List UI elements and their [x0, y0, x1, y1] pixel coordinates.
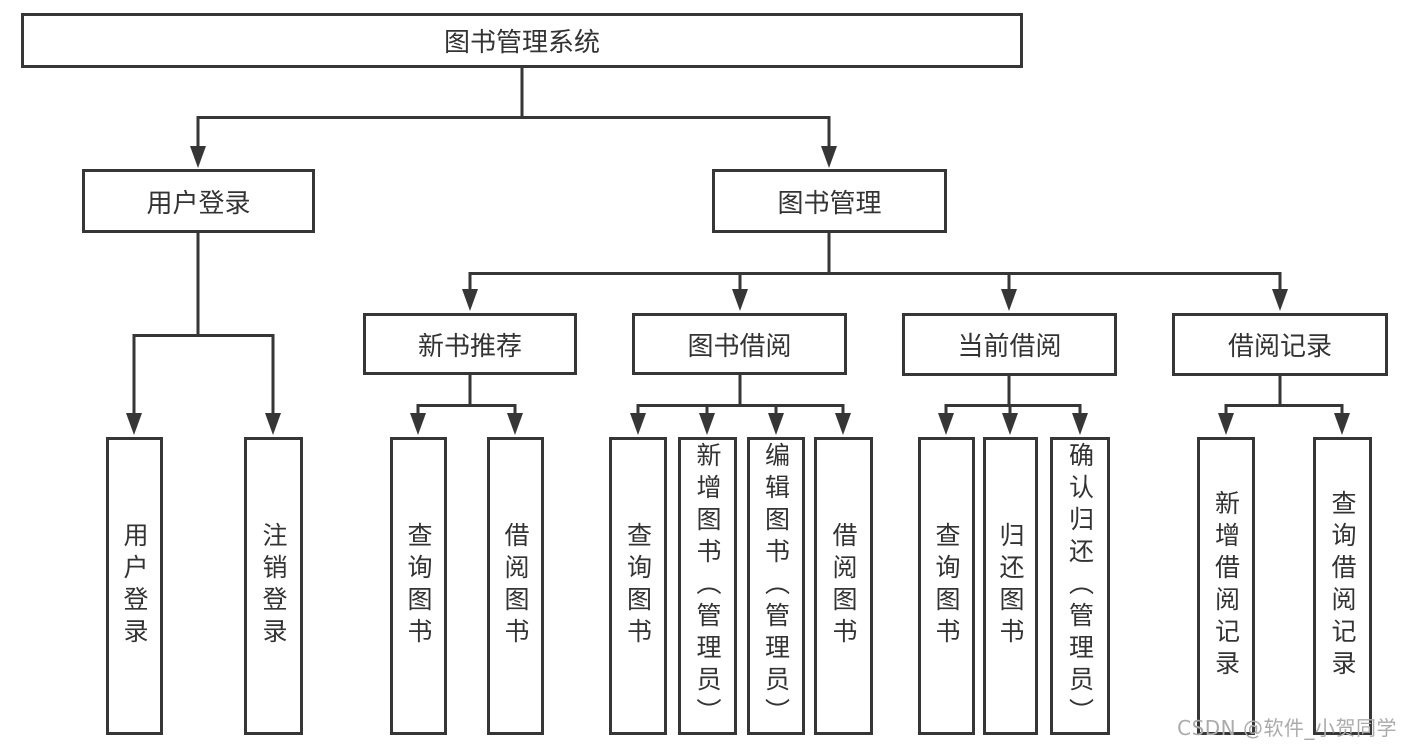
leaf-add-borrow-record: 新增借阅记录 [1197, 437, 1255, 735]
leaf-add-book-admin: 新增图书（管理员） [678, 437, 737, 735]
node-new-book-recommend: 新书推荐 [363, 313, 577, 375]
node-user-login: 用户登录 [82, 169, 315, 233]
leaf-return-book: 归还图书 [983, 437, 1038, 735]
leaf-borrow-books-borrow: 借阅图书 [814, 437, 873, 735]
watermark: CSDN @软件_小贺同学 [1177, 716, 1397, 740]
leaf-logout: 注销登录 [244, 437, 303, 735]
node-library-system: 图书管理系统 [21, 13, 1023, 68]
leaf-borrow-books-recommend: 借阅图书 [487, 437, 544, 735]
node-book-borrow: 图书借阅 [632, 313, 847, 375]
leaf-query-books-borrow: 查询图书 [609, 437, 667, 735]
node-borrow-records: 借阅记录 [1172, 313, 1388, 376]
leaf-user-login: 用户登录 [106, 437, 163, 735]
leaf-query-books-recommend: 查询图书 [390, 437, 447, 735]
node-book-management: 图书管理 [712, 169, 947, 233]
leaf-query-borrow-record: 查询借阅记录 [1313, 437, 1372, 735]
leaf-edit-book-admin: 编辑图书（管理员） [747, 437, 805, 735]
node-current-borrow: 当前借阅 [902, 313, 1117, 376]
leaf-query-books-current: 查询图书 [918, 437, 975, 735]
leaf-confirm-return-admin: 确认归还（管理员） [1050, 437, 1110, 735]
